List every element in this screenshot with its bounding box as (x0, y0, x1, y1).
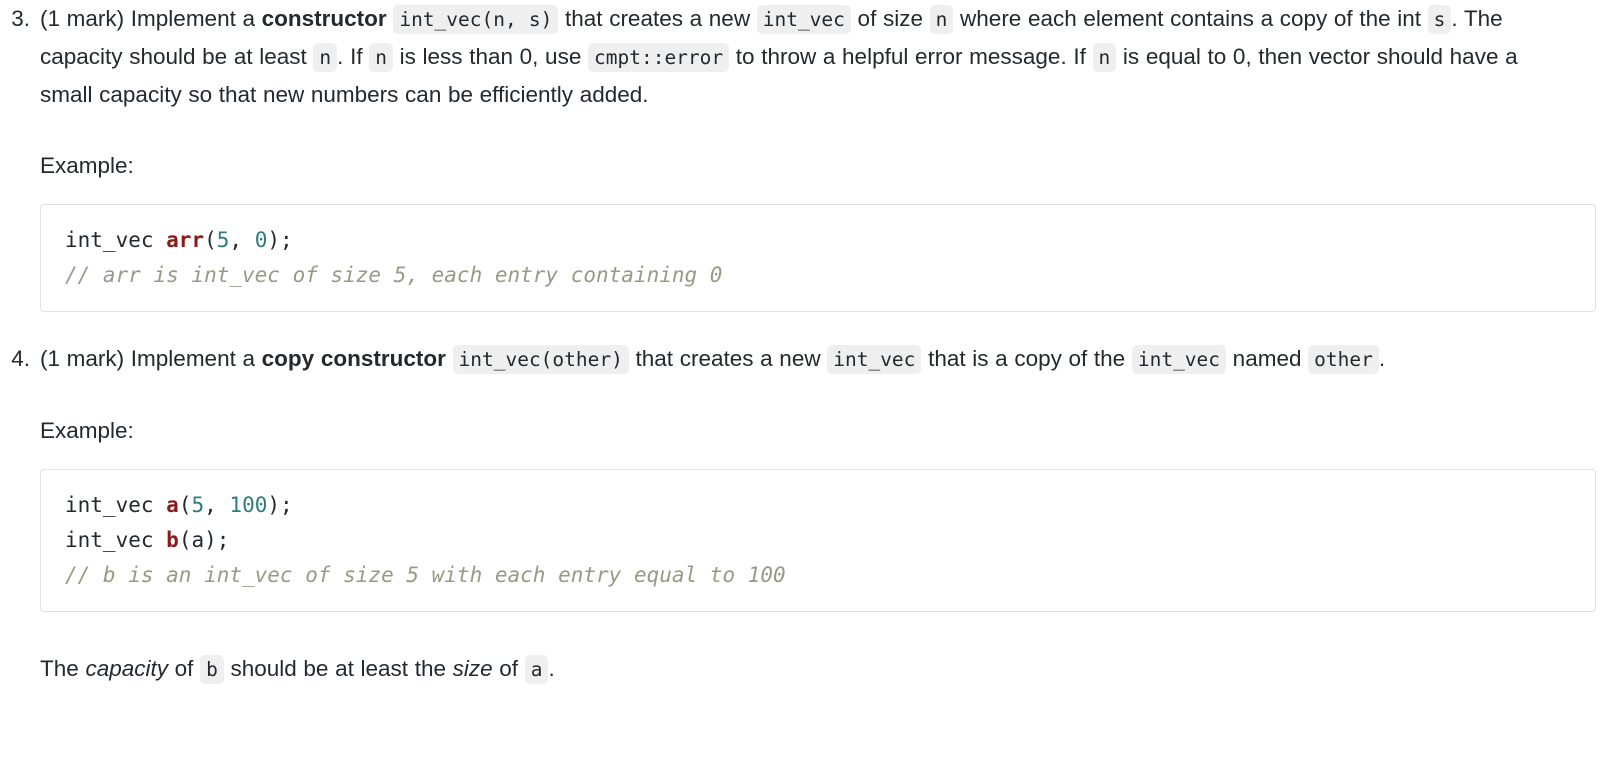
code-line: int_vec arr(5, 0); (65, 223, 1595, 258)
code-token-plain: ( (178, 493, 192, 517)
question-list: 3. (1 mark) Implement a constructor int_… (0, 0, 1602, 688)
q4-text-a: that creates a new (628, 346, 828, 371)
code-token-num: 100 (229, 493, 268, 517)
q3-text-a: that creates a new (558, 6, 757, 31)
question-4-closing-note: The capacity of b should be at least the… (0, 650, 1602, 688)
q3-bold-term: constructor (261, 6, 387, 31)
q4-text-d: . (1378, 346, 1386, 371)
list-marker-3: 3. (11, 6, 30, 31)
q3-code-b: n (929, 5, 954, 34)
code-token-comment: // arr is int_vec of size 5, each entry … (65, 263, 723, 287)
code-token-plain: , (204, 493, 230, 517)
q3-code-c: s (1427, 5, 1452, 34)
q3-code-f: cmpt::error (588, 43, 730, 72)
closing-text: The capacity of b should be at least the… (40, 650, 1560, 688)
closing-code-a: a (524, 655, 549, 684)
code-line: int_vec b(a); (65, 523, 1595, 558)
code-token-fn: b (166, 528, 179, 552)
code-token-plain: int_vec (65, 493, 167, 517)
q3-code-d: n (313, 43, 338, 72)
q3-text-b: of size (850, 6, 930, 31)
code-token-plain: ); (267, 228, 293, 252)
q3-text-e: . If (337, 44, 370, 69)
list-marker-4: 4. (11, 346, 30, 371)
closing-text-e: . (548, 656, 555, 681)
q4-code-a: int_vec (827, 345, 922, 374)
q4-signature-code: int_vec(other) (452, 345, 629, 374)
closing-em-size: size (452, 656, 493, 681)
q4-text-c: named (1226, 346, 1309, 371)
code-block-q3: int_vec arr(5, 0); // arr is int_vec of s… (40, 204, 1596, 312)
code-token-fn: a (166, 493, 179, 517)
question-item-4: 4. (1 mark) Implement a copy constructor… (0, 340, 1602, 449)
question-3-body: (1 mark) Implement a constructor int_vec… (40, 0, 1560, 113)
code-token-plain: ); (267, 493, 293, 517)
q3-text-f: is less than 0, use (392, 44, 588, 69)
q4-code-b: int_vec (1131, 345, 1227, 374)
q3-code-a: int_vec (756, 5, 851, 34)
code-token-plain: (a); (178, 528, 230, 552)
code-line: // b is an int_vec of size 5 with each e… (65, 558, 1595, 593)
code-token-plain: int_vec (65, 228, 167, 252)
closing-text-b: of (167, 656, 201, 681)
q3-code-e: n (369, 43, 393, 72)
question-4-body: (1 mark) Implement a copy constructor in… (40, 340, 1556, 378)
code-token-plain: , (229, 228, 255, 252)
closing-text-c: should be at least the (223, 656, 453, 681)
q4-text-b: that is a copy of the (921, 346, 1132, 371)
code-line: int_vec a(5, 100); (65, 488, 1595, 523)
code-token-num: 5 (216, 228, 230, 252)
closing-em-capacity: capacity (85, 656, 168, 681)
question-item-3: 3. (1 mark) Implement a constructor int_… (0, 0, 1602, 184)
q3-text-g: to throw a helpful error message. If (729, 44, 1093, 69)
code-block-q4: int_vec a(5, 100);int_vec b(a);// b is a… (40, 469, 1596, 612)
code-token-plain: ( (204, 228, 217, 252)
q3-example-label: Example: (40, 153, 134, 178)
code-token-num: 5 (191, 493, 205, 517)
code-token-comment: // b is an int_vec of size 5 with each e… (65, 563, 786, 587)
q4-code-c: other (1308, 345, 1379, 374)
closing-text-a: The (40, 656, 86, 681)
q3-code-g: n (1092, 43, 1117, 72)
q4-example-label: Example: (40, 418, 134, 443)
code-token-fn: arr (166, 228, 205, 252)
closing-text-d: of (492, 656, 525, 681)
q4-bold-term: copy constructor (261, 346, 446, 371)
code-block-q4-content: int_vec a(5, 100);int_vec b(a);// b is a… (65, 488, 1595, 593)
q3-signature-code: int_vec(n, s) (393, 5, 559, 34)
q3-text-marks: (1 mark) Implement a (40, 6, 262, 31)
code-block-q3-content: int_vec arr(5, 0); // arr is int_vec of s… (65, 223, 1595, 293)
q3-text-h: is equal to 0, then vector should have a… (40, 44, 1518, 107)
code-token-plain: int_vec (65, 528, 167, 552)
q4-text-marks: (1 mark) Implement a (40, 346, 262, 371)
closing-code-b: b (200, 655, 224, 684)
code-token-num: 0 (254, 228, 268, 252)
q3-text-c: where each element contains a copy of th… (953, 6, 1428, 31)
code-line: // arr is int_vec of size 5, each entry … (65, 258, 1595, 293)
q3-text-d: . The capacity should be at least (40, 6, 1503, 69)
